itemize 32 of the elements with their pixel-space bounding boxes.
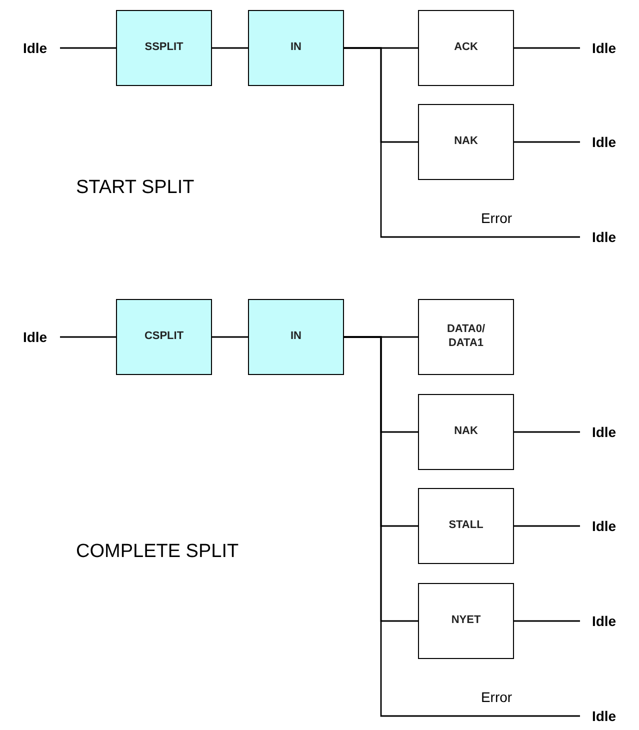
state-label: Idle: [584, 228, 624, 246]
packet-box: CSPLIT: [116, 299, 212, 375]
connector-line: [514, 141, 580, 143]
connector-line: [344, 47, 580, 238]
packet-box: STALL: [418, 488, 514, 564]
connector-line: [514, 620, 580, 622]
section-title: START SPLIT: [76, 176, 194, 200]
packet-box: NAK: [418, 394, 514, 470]
connector-line: [514, 431, 580, 433]
state-label: Idle: [584, 612, 624, 630]
state-label: Idle: [584, 423, 624, 441]
packet-box: SSPLIT: [116, 10, 212, 86]
packet-box: IN: [248, 10, 344, 86]
connector-line: [514, 47, 580, 49]
connector-line: [60, 336, 116, 338]
section-title: COMPLETE SPLIT: [76, 540, 239, 564]
packet-box: NYET: [418, 583, 514, 659]
state-label: Idle: [14, 39, 56, 57]
packet-box: DATA0/ DATA1: [418, 299, 514, 375]
connector-line: [514, 525, 580, 527]
packet-box: ACK: [418, 10, 514, 86]
state-label: Idle: [584, 39, 624, 57]
connector-line: [344, 336, 580, 717]
connector-line: [212, 47, 248, 49]
packet-box: IN: [248, 299, 344, 375]
state-label: Idle: [584, 707, 624, 725]
state-label: Idle: [584, 133, 624, 151]
state-label: Idle: [14, 328, 56, 346]
packet-box: NAK: [418, 104, 514, 180]
state-label: Idle: [584, 517, 624, 535]
connector-line: [60, 47, 116, 49]
connector-line: [212, 336, 248, 338]
